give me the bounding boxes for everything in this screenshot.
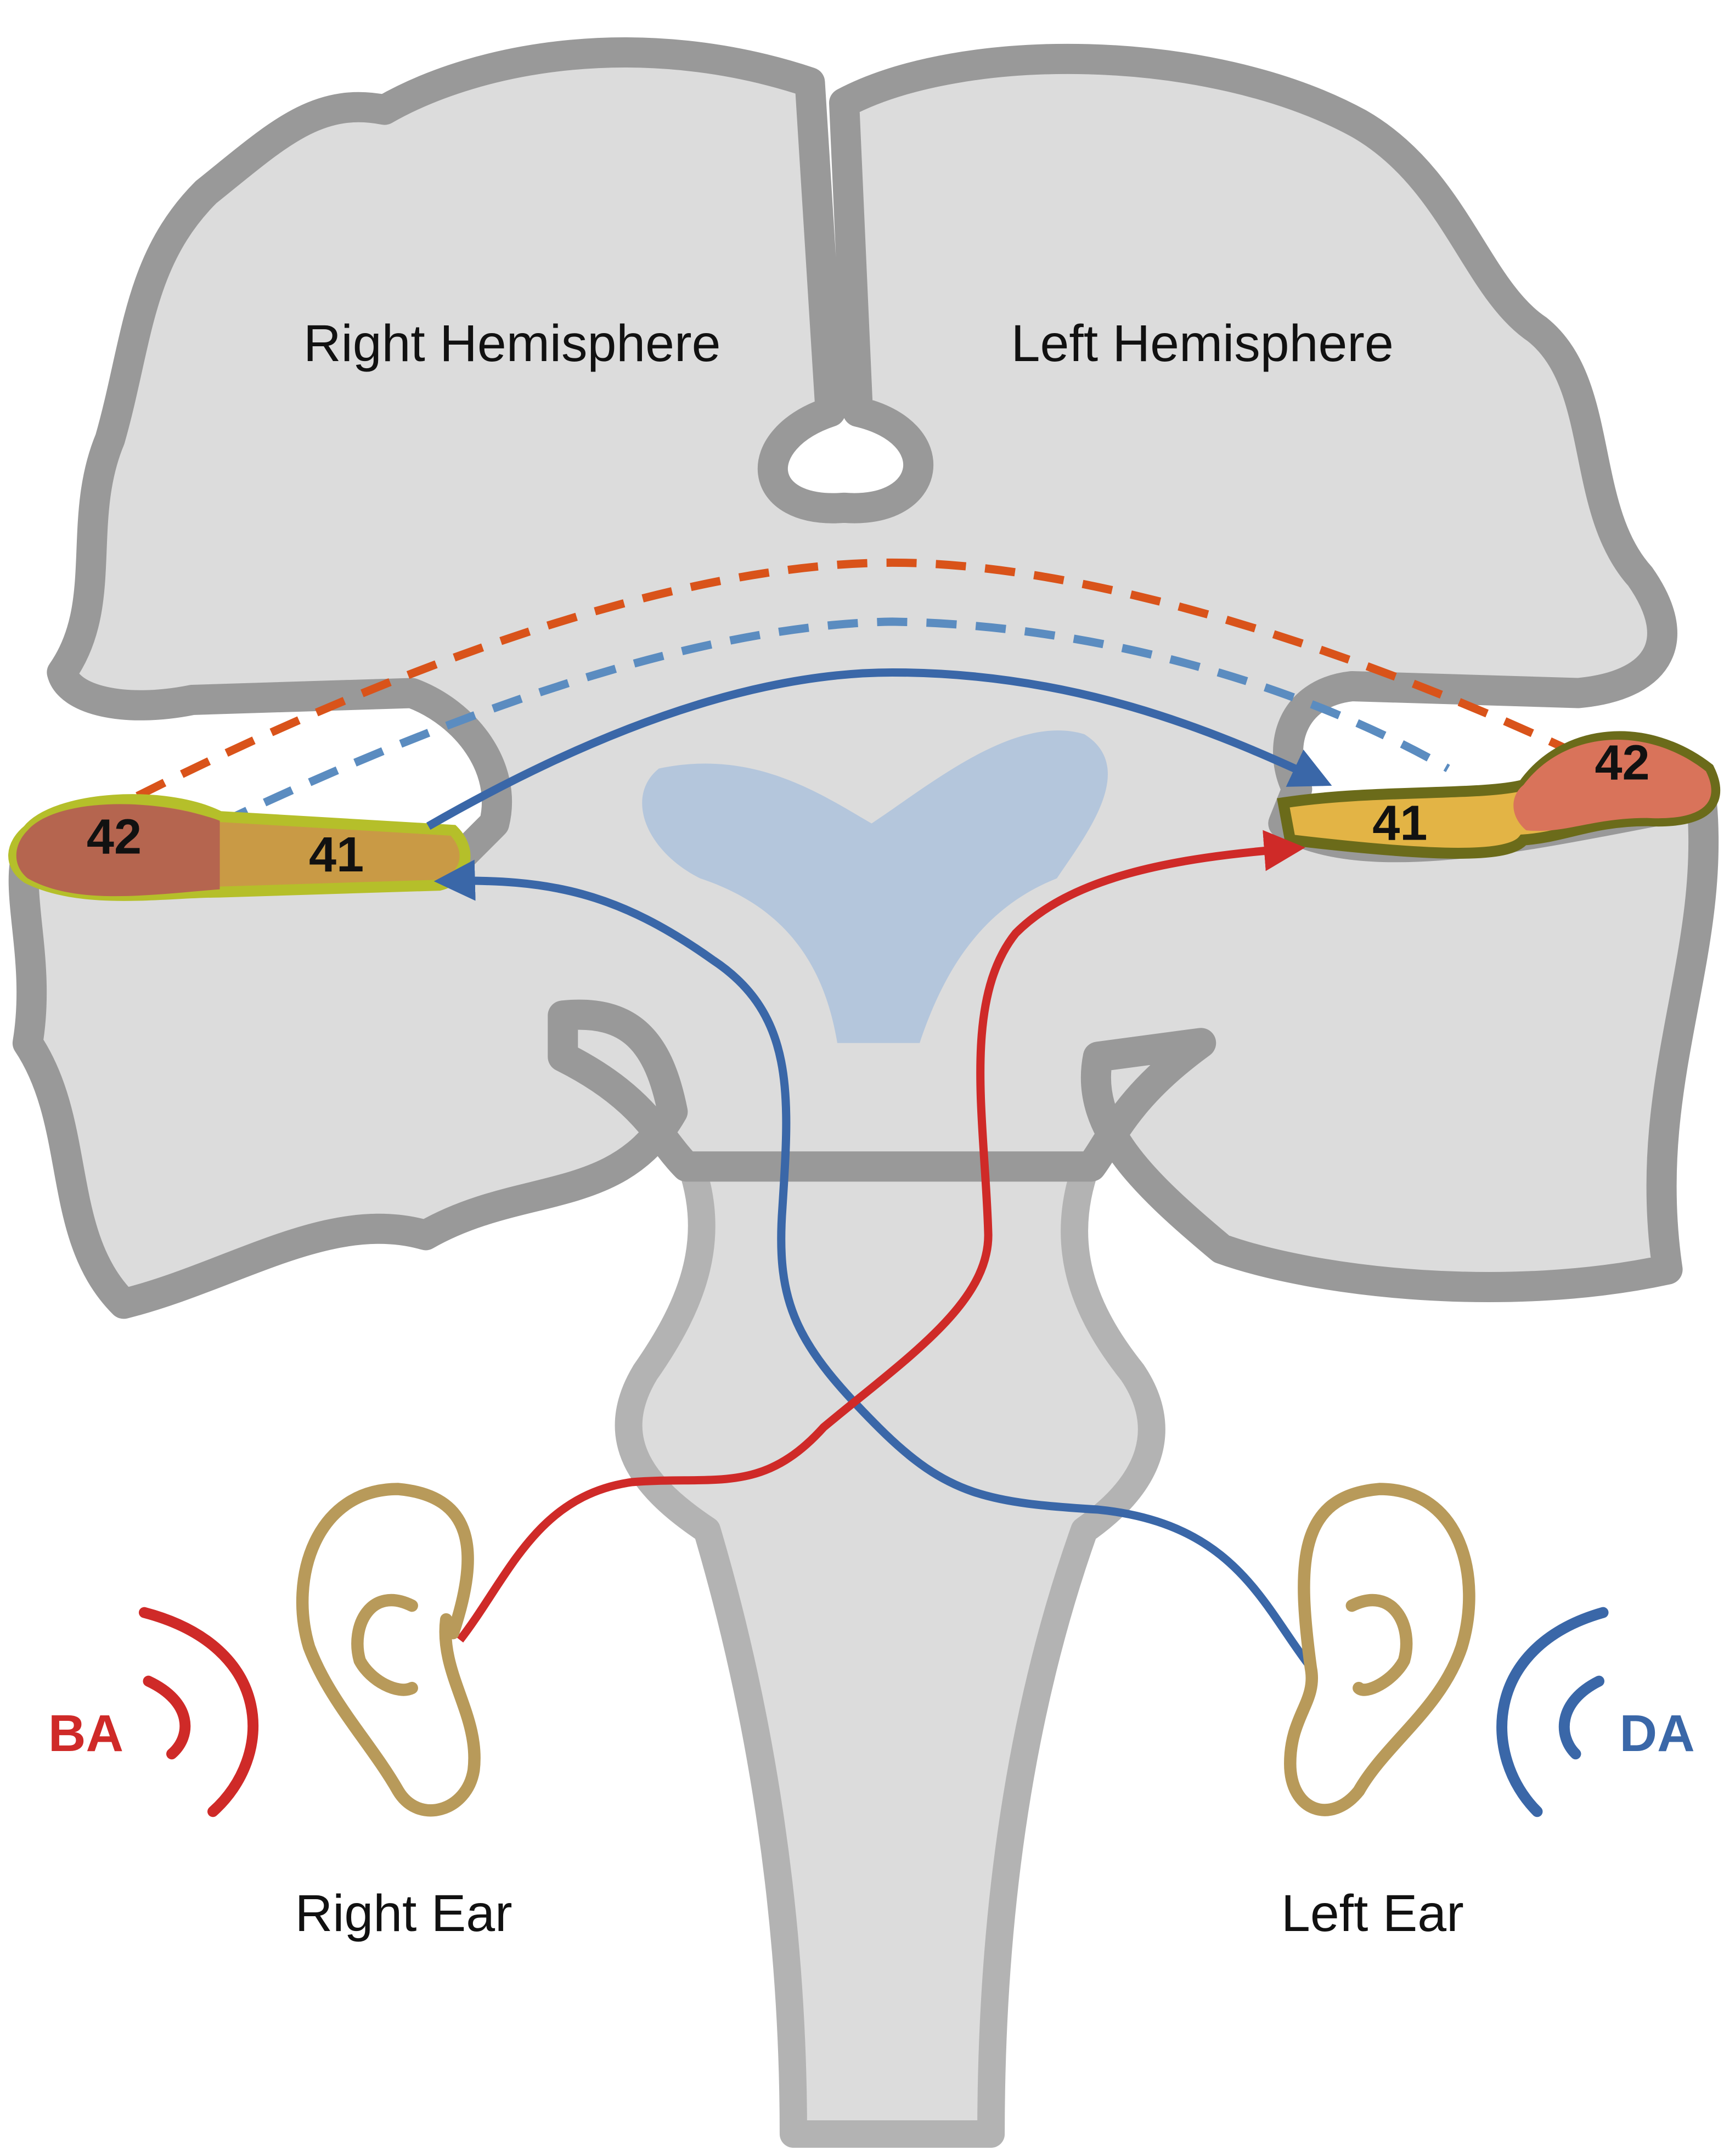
right-ear-label: Right Ear [295, 1884, 512, 1943]
blue-ascending-pathway [433, 859, 1314, 1670]
right-auditory-cortex: 42 41 [8, 794, 471, 901]
cerebrum [8, 37, 1719, 1319]
blue-dashed-callosal-path [218, 617, 1450, 828]
left-ear-icon [1284, 1483, 1475, 1816]
left-hemisphere-label: Left Hemisphere [1011, 314, 1394, 373]
orange-dashed-callosal-path [136, 558, 1567, 800]
brainstem [615, 1139, 1165, 2148]
right-sound-waves-icon [138, 1607, 259, 1817]
area-42-label: 42 [87, 809, 142, 865]
right-ear-icon [296, 1483, 481, 1817]
area-42-label: 42 [1595, 735, 1649, 791]
red-ascending-pathway [457, 830, 1305, 1643]
left-ear-label: Left Ear [1281, 1884, 1464, 1943]
area-41-label: 41 [309, 827, 364, 882]
ba-source-label: BA [48, 1704, 123, 1763]
right-hemisphere-label: Right Hemisphere [303, 314, 720, 373]
left-sound-waves-icon [1496, 1607, 1609, 1817]
area-41-label: 41 [1372, 796, 1427, 851]
ventricle [642, 730, 1108, 1043]
left-auditory-cortex: 42 41 [1277, 731, 1721, 859]
blue-callosal-arrow [426, 668, 1332, 830]
da-source-label: DA [1620, 1704, 1695, 1763]
